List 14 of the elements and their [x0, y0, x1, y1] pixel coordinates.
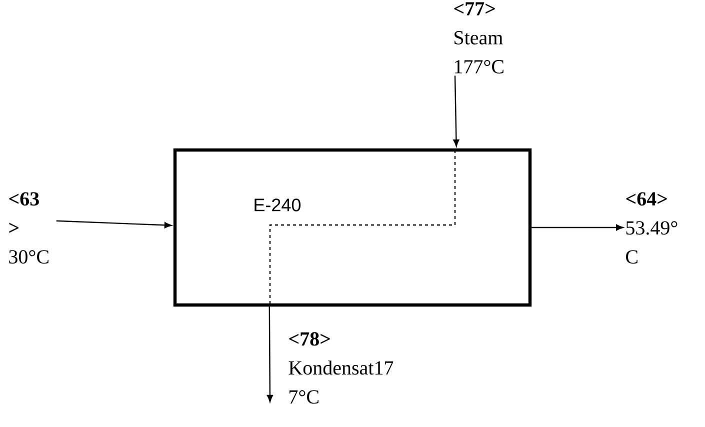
stream-number: <77>: [454, 2, 495, 16]
equipment-tag: E-240: [254, 198, 301, 212]
arrow: [532, 224, 624, 231]
stream-condition: Kondensat17 7°C: [288, 360, 394, 404]
stream-number: <78>: [289, 332, 330, 346]
arrow: [453, 76, 460, 147]
stream-number: <63 >: [9, 192, 39, 233]
stream-number: <64>: [626, 192, 667, 206]
stream-condition: 53.49° C: [626, 221, 678, 264]
arrow: [266, 306, 273, 402]
stream-condition: 30°C: [9, 250, 48, 264]
arrow: [56, 220, 172, 228]
stream-condition: Steam 177°C: [454, 31, 504, 74]
heat-exchanger-box: [173, 148, 532, 307]
